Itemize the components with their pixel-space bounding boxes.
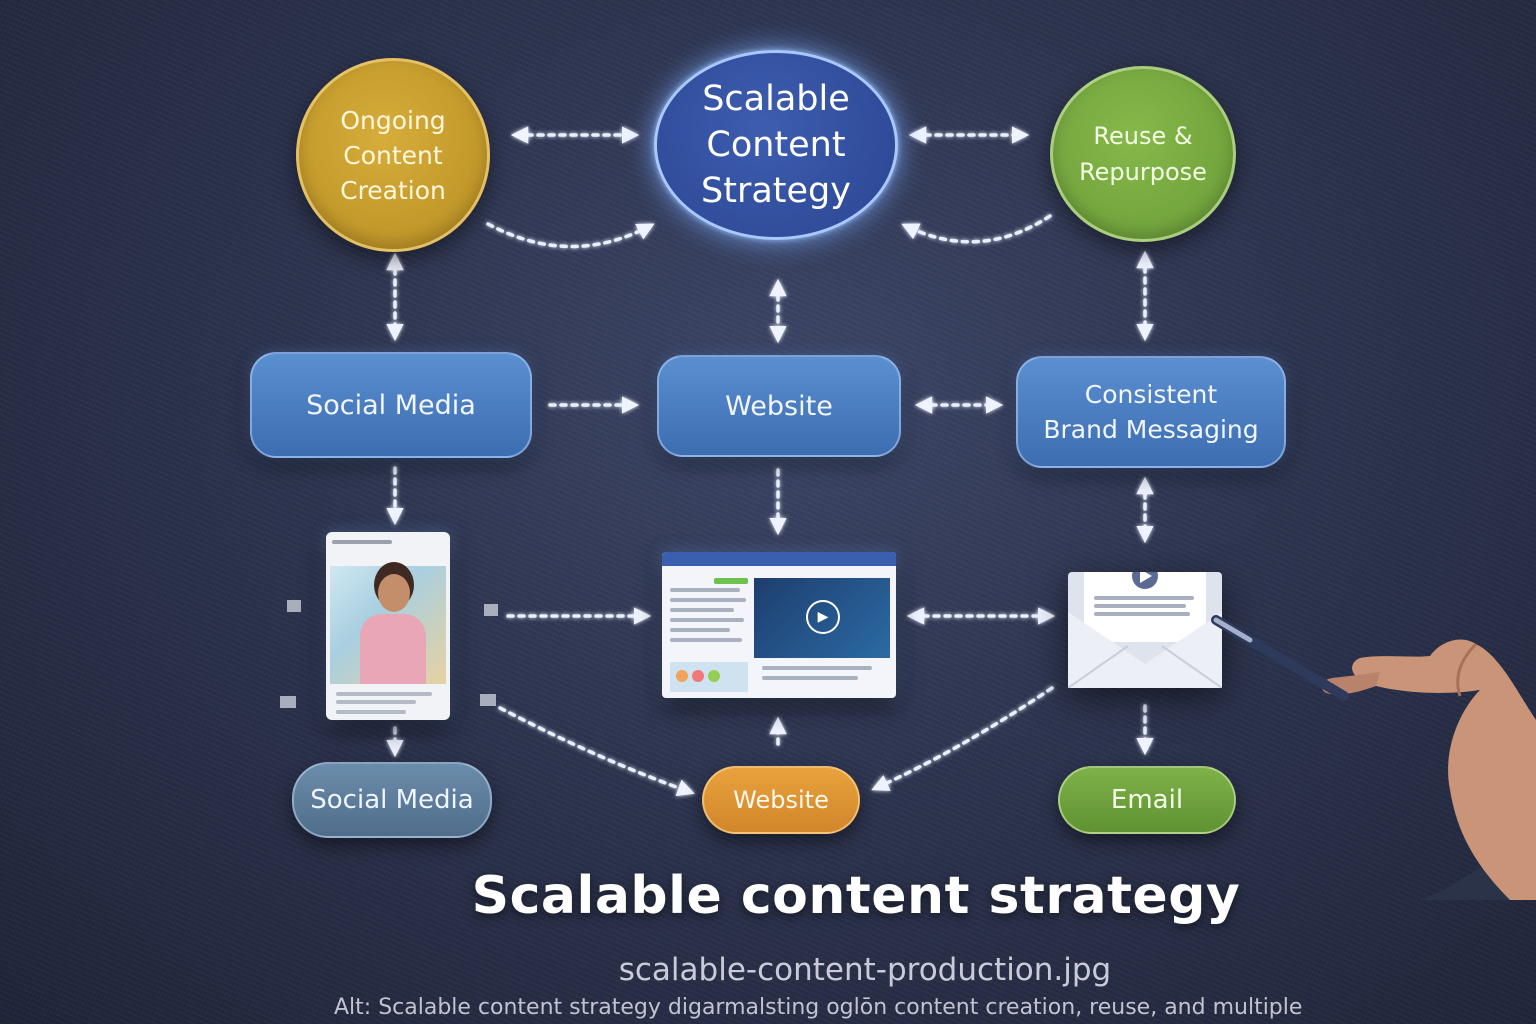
browser-text-line — [670, 588, 740, 592]
browser-text-line — [762, 676, 858, 680]
ongoing-content-creation-node: Ongoing Content Creation — [296, 58, 490, 252]
browser-text-line — [762, 666, 872, 670]
pill-label: Website — [733, 786, 829, 814]
website-pill: Website — [702, 766, 860, 834]
person-torso — [360, 614, 426, 684]
box-label: Social Media — [306, 389, 476, 421]
browser-text-line — [670, 618, 744, 622]
phone-card-icon — [326, 532, 450, 720]
social-media-pill: Social Media — [292, 762, 492, 838]
link-reuse-hub-curve — [901, 214, 1052, 244]
play-icon: ▶ — [806, 600, 840, 634]
hand-with-pen-icon — [1211, 615, 1536, 900]
node-label-line: Content — [343, 140, 443, 170]
box-label-line: Consistent — [1084, 380, 1218, 409]
diagram-title: Scalable content strategy — [471, 866, 1241, 926]
scalable-content-strategy-hub: Scalable Content Strategy — [654, 50, 898, 240]
image-filename: scalable-content-production.jpg — [618, 952, 1112, 988]
phone-header-bar — [332, 540, 392, 544]
hub-label-line: Scalable — [702, 79, 850, 119]
phone-side-markers — [280, 600, 498, 708]
browser-card-icon: ▶ — [662, 552, 896, 698]
color-dot-icon — [708, 670, 720, 682]
phone-text-line — [336, 700, 416, 704]
node-label-line: Reuse & — [1093, 122, 1193, 150]
browser-text-line — [670, 638, 742, 642]
reuse-repurpose-node: Reuse & Repurpose — [1050, 66, 1236, 242]
browser-video-panel: ▶ — [754, 578, 890, 658]
node-label-line: Creation — [340, 175, 446, 205]
box-label-line: Brand Messaging — [1043, 415, 1259, 444]
consistent-brand-messaging-box: Consistent Brand Messaging — [1016, 356, 1286, 468]
social-media-box: Social Media — [250, 352, 532, 458]
browser-accent-bar — [714, 578, 748, 584]
website-box: Website — [657, 355, 901, 457]
image-alt-text: Alt: Scalable content strategy digarmals… — [334, 995, 1303, 1020]
envelope-icon — [1068, 572, 1222, 688]
link-envelope-website-pill — [871, 686, 1054, 791]
browser-title-bar — [662, 552, 896, 566]
link-phone-website-pill — [498, 706, 695, 797]
person-head — [378, 574, 410, 612]
color-dot-icon — [676, 670, 688, 682]
phone-photo — [330, 566, 446, 684]
color-dot-icon — [692, 670, 704, 682]
node-label-line: Ongoing — [340, 105, 446, 135]
box-label: Website — [725, 390, 833, 422]
browser-text-line — [670, 628, 730, 632]
link-creation-hub-curve — [486, 222, 655, 249]
hub-label-line: Content — [706, 125, 846, 165]
email-pill: Email — [1058, 766, 1236, 834]
node-label-line: Repurpose — [1079, 158, 1207, 186]
pill-label: Email — [1110, 785, 1184, 815]
pill-label: Social Media — [310, 785, 474, 815]
browser-text-line — [670, 608, 734, 612]
hub-label-line: Strategy — [701, 171, 851, 211]
browser-text-line — [670, 598, 746, 602]
phone-text-line — [336, 710, 406, 714]
phone-text-line — [336, 692, 432, 696]
